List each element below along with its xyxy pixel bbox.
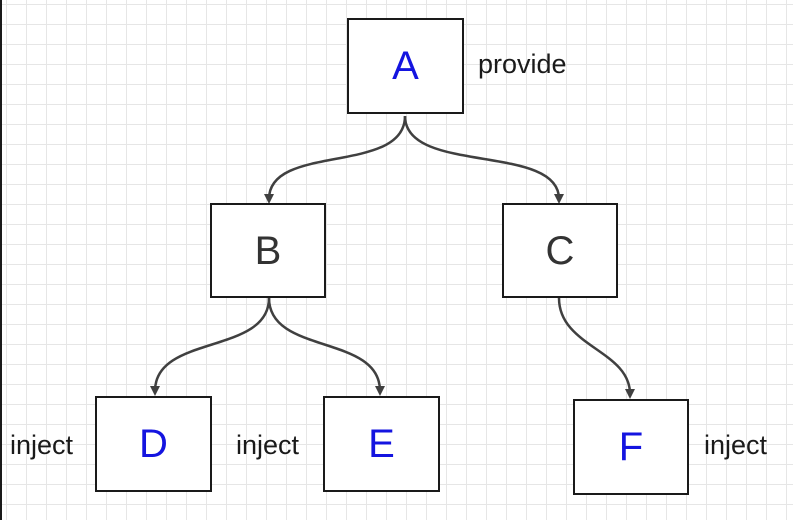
node-e[interactable]: E	[323, 396, 440, 492]
node-b-label: B	[254, 228, 282, 273]
edge-a-to-c	[403, 115, 564, 204]
node-a-label: A	[392, 44, 419, 88]
annotation-inject-e: inject	[236, 430, 300, 460]
annotation-inject-d: inject	[10, 430, 74, 460]
canvas-left-border	[0, 0, 2, 520]
edge-a-to-b	[264, 115, 407, 204]
edge-b-to-d	[150, 297, 271, 396]
edge-b-to-e	[267, 297, 385, 396]
node-c[interactable]: C	[502, 203, 618, 298]
node-e-label: E	[368, 422, 395, 466]
annotation-provide: provide	[478, 49, 567, 79]
edge-c-to-f	[557, 297, 635, 399]
node-c-label: C	[545, 228, 575, 273]
node-b[interactable]: B	[210, 203, 326, 298]
node-f-label: F	[618, 425, 644, 469]
node-f[interactable]: F	[573, 399, 689, 495]
node-a[interactable]: A	[347, 18, 464, 114]
node-d-label: D	[139, 422, 168, 466]
annotation-inject-f: inject	[704, 430, 768, 460]
node-d[interactable]: D	[95, 396, 212, 492]
